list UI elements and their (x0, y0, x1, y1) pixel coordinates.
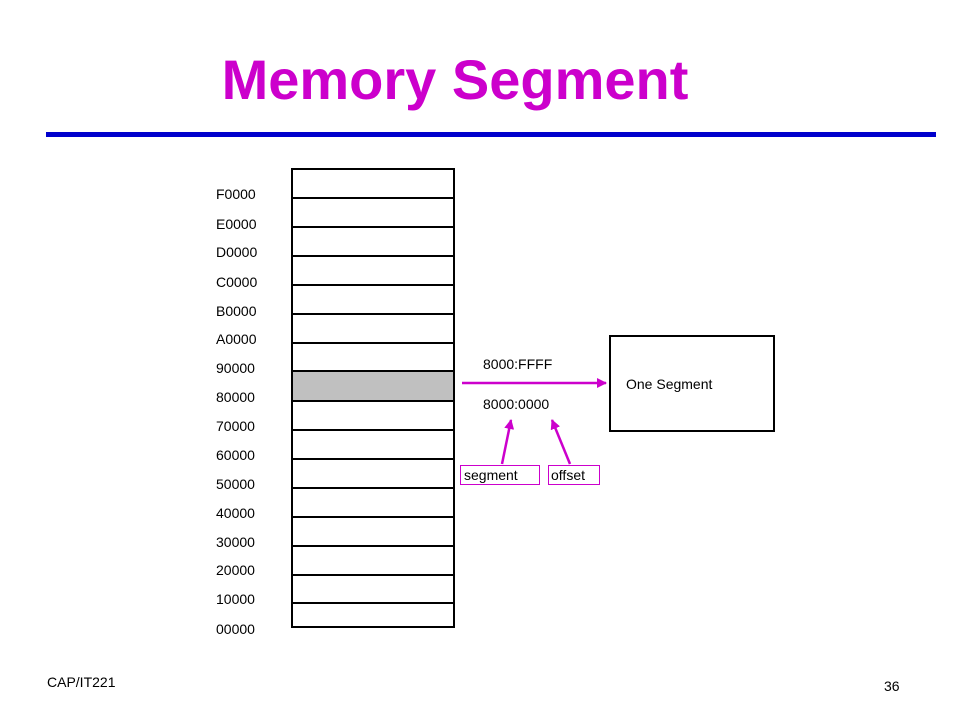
one-segment-box (609, 335, 775, 432)
memory-cell (293, 458, 453, 487)
memory-cell (293, 516, 453, 545)
memory-cell (293, 487, 453, 516)
address-label-80000: 80000 (216, 389, 255, 405)
title-divider (46, 132, 936, 137)
offset-tag-arrow (550, 419, 572, 465)
memory-cell (293, 284, 453, 313)
address-label-d0000: D0000 (216, 244, 258, 260)
segment-lower-address: 8000:0000 (483, 396, 550, 412)
memory-stack (291, 168, 455, 628)
address-label-a0000: A0000 (216, 331, 257, 347)
memory-cell (293, 313, 453, 342)
segment-tag: segment (460, 465, 540, 485)
address-label-60000: 60000 (216, 447, 255, 463)
memory-cell (293, 226, 453, 255)
one-segment-label: One Segment (626, 376, 713, 392)
memory-cell (293, 400, 453, 429)
footer-course-code: CAP/IT221 (47, 674, 116, 690)
offset-tag: offset (548, 465, 600, 485)
memory-cell (293, 255, 453, 284)
segment-upper-address: 8000:FFFF (483, 356, 553, 372)
memory-cell-highlighted (293, 370, 453, 400)
slide-title: Memory Segment (221, 48, 689, 111)
memory-cell (293, 342, 453, 371)
address-label-30000: 30000 (216, 534, 255, 550)
slide-number: 36 (884, 678, 900, 694)
address-label-90000: 90000 (216, 360, 255, 376)
memory-cell (293, 574, 453, 603)
address-label-10000: 10000 (216, 591, 255, 607)
memory-cell (293, 197, 453, 226)
address-label-20000: 20000 (216, 562, 255, 578)
address-label-50000: 50000 (216, 476, 255, 492)
memory-cell (293, 545, 453, 574)
memory-cell (293, 602, 453, 628)
address-label-e0000: E0000 (216, 216, 257, 232)
segment-tag-arrow (500, 419, 515, 465)
address-label-70000: 70000 (216, 418, 255, 434)
address-label-c0000: C0000 (216, 274, 258, 290)
address-label-b0000: B0000 (216, 303, 257, 319)
address-label-00000: 00000 (216, 621, 255, 637)
address-label-40000: 40000 (216, 505, 255, 521)
address-label-f0000: F0000 (216, 186, 256, 202)
memory-cell (293, 429, 453, 458)
